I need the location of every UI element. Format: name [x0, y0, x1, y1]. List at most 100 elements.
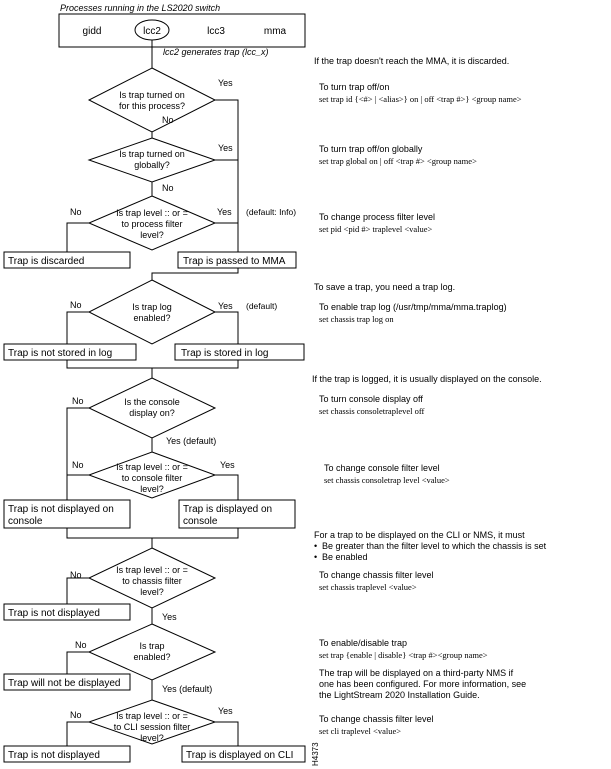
command-title: To turn console display off — [319, 394, 423, 404]
note-trap-log: To save a trap, you need a trap log. — [314, 282, 455, 292]
flow-line — [66, 360, 239, 369]
flow-line — [66, 721, 89, 746]
decision-text: enabled? — [133, 313, 170, 323]
process-gidd: gidd — [83, 26, 102, 37]
edge-label-yes: Yes — [218, 706, 233, 716]
command-title: To change process filter level — [319, 212, 435, 222]
edge-label-no: No — [75, 640, 87, 650]
flow-line — [66, 311, 89, 344]
edge-label-default: (default: Info) — [246, 207, 296, 217]
note-cli-nms: For a trap to be displayed on the CLI or… — [314, 530, 525, 540]
flow-line — [215, 99, 239, 252]
command-syntax: set chassis trap log on — [319, 314, 394, 324]
decision-text: Is trap level :: or = — [116, 462, 188, 472]
note-bullet: • — [314, 552, 317, 562]
edge-label-yes-default: Yes (default) — [166, 436, 216, 446]
outcome-not-stored — [3, 343, 137, 361]
figure-id: H4373 — [311, 742, 320, 766]
outcome-text: Trap is displayed on CLI — [186, 750, 293, 761]
command-title: To enable trap log (/usr/tmp/mma/mma.tra… — [319, 302, 507, 312]
note-bullet-text: Be enabled — [322, 552, 368, 562]
outcome-passed-mma — [177, 251, 297, 269]
command-note: The trap will be displayed on a third-pa… — [319, 668, 514, 678]
command-title: To change chassis filter level — [319, 570, 434, 580]
command-syntax: set chassis consoletraplevel off — [319, 406, 425, 416]
decision-text: Is trap — [139, 641, 164, 651]
outcome-not-displayed-2 — [3, 745, 131, 763]
command-syntax: set trap global on | off <trap #> <group… — [319, 156, 477, 166]
outcome-text: Trap is not displayed on — [8, 504, 114, 515]
decision-text: to process filter — [121, 219, 182, 229]
decision-text: globally? — [134, 160, 170, 170]
edge-label-yes-default: Yes (default) — [162, 684, 212, 694]
decision-text: Is the console — [124, 397, 180, 407]
decision-text: level? — [140, 587, 164, 597]
outcome-text: Trap is not stored in log — [8, 348, 112, 359]
note-mma-discard: If the trap doesn't reach the MMA, it is… — [314, 56, 509, 66]
decision-text: display on? — [129, 408, 175, 418]
outcome-not-displayed-console — [3, 499, 131, 529]
decision-cli-filter — [87, 699, 217, 745]
edge-label-no: No — [70, 570, 82, 580]
command-syntax: set trap {enable | disable} <trap #><gro… — [319, 650, 488, 660]
decision-process-filter — [87, 195, 217, 251]
edge-label-no: No — [162, 115, 174, 125]
edge-label-yes: Yes — [217, 207, 232, 217]
edge-label-no: No — [72, 460, 84, 470]
flow-line — [66, 577, 89, 604]
flow-line — [215, 474, 239, 500]
command-title: To turn trap off/on — [319, 82, 389, 92]
outcome-displayed-cli — [181, 745, 306, 763]
outcome-will-not-display — [3, 673, 131, 691]
decision-text: for this process? — [119, 101, 185, 111]
header-title: Processes running in the LS2020 switch — [60, 3, 220, 13]
process-lcc2: lcc2 — [143, 26, 161, 37]
edge-label-no: No — [72, 396, 84, 406]
outcome-text: Trap is not displayed — [8, 750, 100, 761]
outcome-displayed-console — [178, 499, 296, 529]
flow-line — [215, 721, 239, 746]
outcome-text: console — [183, 516, 218, 527]
outcome-stored — [174, 343, 305, 361]
outcome-text: Trap will not be displayed — [8, 678, 120, 689]
outcome-text: Trap is not displayed — [8, 608, 100, 619]
decision-text: Is trap log — [132, 302, 172, 312]
flow-line — [151, 268, 239, 280]
outcome-text: Trap is displayed on — [183, 504, 272, 515]
flow-line — [66, 528, 239, 539]
decision-text: Is trap level :: or = — [116, 565, 188, 575]
note-bullet-text: Be greater than the filter level to whic… — [322, 541, 547, 551]
command-title: To change console filter level — [324, 463, 440, 473]
process-mma: mma — [264, 26, 287, 37]
edge-label-yes: Yes — [218, 301, 233, 311]
outcome-text: Trap is stored in log — [181, 348, 268, 359]
edge-label-no: No — [70, 300, 82, 310]
decision-text: level? — [140, 733, 164, 743]
edge-label-yes: Yes — [218, 143, 233, 153]
flow-line — [215, 311, 239, 344]
decision-text: enabled? — [133, 652, 170, 662]
flow-line — [66, 407, 89, 500]
decision-text: to console filter — [122, 473, 183, 483]
command-syntax: set pid <pid #> traplevel <value> — [319, 224, 433, 234]
edge-label-default: (default) — [246, 301, 277, 311]
outcome-discarded — [3, 251, 131, 269]
command-syntax: set chassis traplevel <value> — [319, 582, 417, 592]
decision-trap-on-process — [87, 67, 217, 133]
decision-text: Is trap turned on — [119, 90, 185, 100]
flow-line — [66, 651, 89, 674]
outcome-not-displayed — [3, 603, 131, 621]
note-console: If the trap is logged, it is usually dis… — [312, 374, 542, 384]
command-note: one has been configured. For more inform… — [319, 679, 526, 689]
edge-label-no: No — [70, 207, 82, 217]
edge-label-yes: Yes — [162, 612, 177, 622]
decision-text: level? — [140, 230, 164, 240]
edge-label-yes: Yes — [220, 460, 235, 470]
command-syntax: set chassis consoletrap level <value> — [324, 475, 450, 485]
decision-text: level? — [140, 484, 164, 494]
process-box — [58, 13, 306, 48]
outcome-text: console — [8, 516, 43, 527]
decision-trap-log — [87, 279, 217, 345]
command-title: To turn trap off/on globally — [319, 144, 423, 154]
